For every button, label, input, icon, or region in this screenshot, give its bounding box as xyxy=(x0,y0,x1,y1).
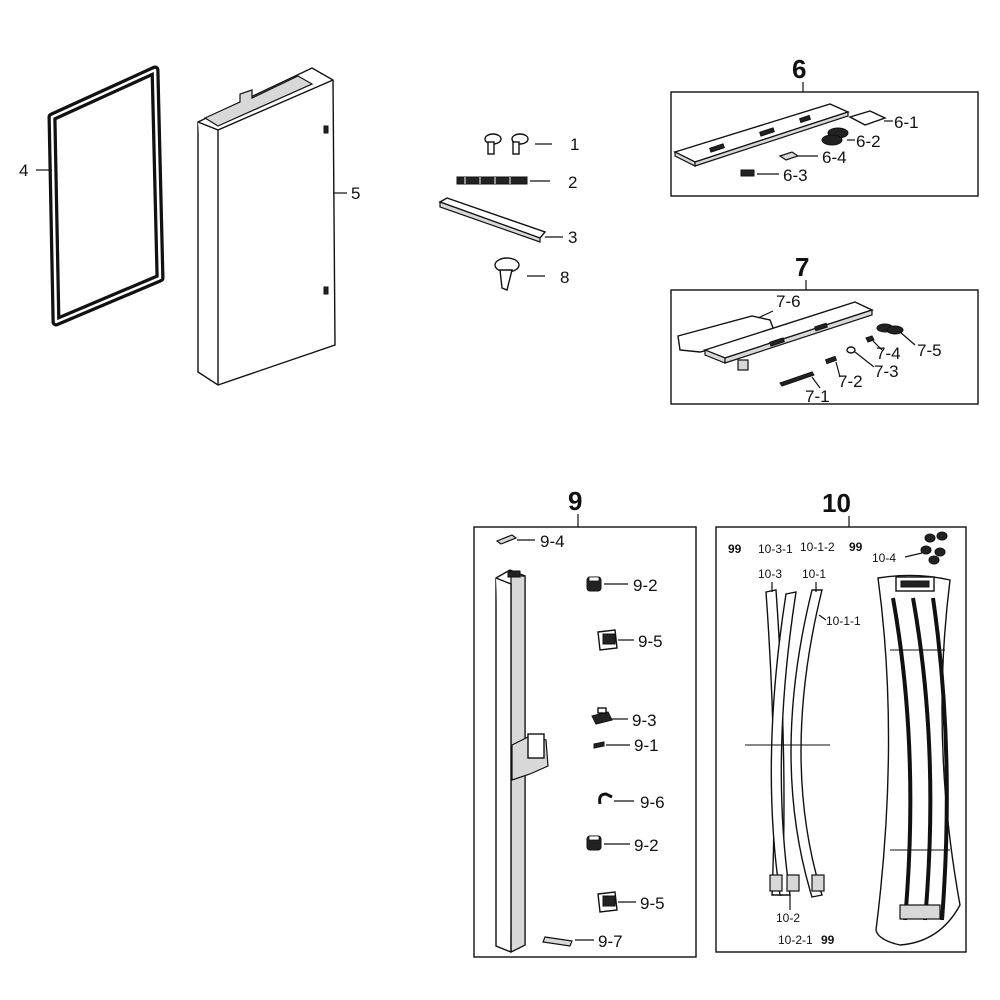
label-10-2: 10-2 xyxy=(776,911,800,925)
label-10-3-1: 10-3-1 xyxy=(758,542,793,556)
label-10-3: 10-3 xyxy=(758,567,782,581)
hinge-bracket-7 xyxy=(702,301,874,371)
part-10-4 xyxy=(920,531,948,565)
screws-part-1 xyxy=(484,133,529,155)
label-9-5-lower: 9-5 xyxy=(640,894,665,913)
leader-7-6 xyxy=(757,310,774,319)
part-6-1 xyxy=(848,110,887,126)
part-7-3 xyxy=(846,346,856,354)
label-6-4: 6-4 xyxy=(822,148,847,167)
group-label-10: 10 xyxy=(822,488,851,518)
hinge-bracket-6 xyxy=(673,103,850,167)
label-9-3: 9-3 xyxy=(632,711,657,730)
label-7-5: 7-5 xyxy=(917,341,942,360)
label-1: 1 xyxy=(570,135,579,154)
label-9-2-lower: 9-2 xyxy=(634,836,659,855)
leader-7-3 xyxy=(854,351,875,368)
part-6-2 xyxy=(821,127,849,146)
label-9-6: 9-6 xyxy=(640,793,665,812)
bar-part-3 xyxy=(438,197,547,243)
part-9-3 xyxy=(591,707,613,725)
part-7-1 xyxy=(779,371,815,387)
group-label-9: 9 xyxy=(568,486,582,516)
label-7-6: 7-6 xyxy=(776,292,801,311)
label-6-2: 6-2 xyxy=(856,132,881,151)
label-7-1: 7-1 xyxy=(805,387,830,406)
label-6-1: 6-1 xyxy=(894,113,919,132)
label-7-4: 7-4 xyxy=(876,344,901,363)
label-10-1-2: 10-1-2 xyxy=(800,540,835,554)
label-9-5-upper: 9-5 xyxy=(638,632,663,651)
label-9-4: 9-4 xyxy=(540,532,565,551)
part-7-2 xyxy=(824,355,838,365)
gasket-frame-10 xyxy=(875,574,961,946)
label-10-2-1: 10-2-1 xyxy=(778,933,813,947)
label-99-b: 99 xyxy=(849,540,863,554)
part-6-3 xyxy=(740,169,755,177)
label-10-1-1: 10-1-1 xyxy=(826,614,861,628)
part-9-5-lower xyxy=(597,891,618,913)
part-9-2-lower xyxy=(586,835,602,851)
door-panel-part-5 xyxy=(197,67,336,386)
leader-10-4 xyxy=(904,552,923,558)
label-10-1: 10-1 xyxy=(802,567,826,581)
gasket-bars-10 xyxy=(745,589,830,898)
leader-7-2 xyxy=(835,361,841,378)
group-label-7: 7 xyxy=(795,252,809,282)
group-7-box xyxy=(670,289,979,405)
part-7-4 xyxy=(865,335,875,343)
label-5: 5 xyxy=(351,184,360,203)
label-4: 4 xyxy=(19,161,28,180)
leader-7-4 xyxy=(872,340,883,351)
label-10-4: 10-4 xyxy=(872,551,896,565)
label-7-2: 7-2 xyxy=(838,372,863,391)
label-9-2-upper: 9-2 xyxy=(633,576,658,595)
group-9-box xyxy=(473,526,697,958)
bolt-part-8 xyxy=(494,257,520,291)
strip-part-2 xyxy=(456,176,528,185)
door-frame-bar-9 xyxy=(495,569,549,953)
door-gasket-part-4 xyxy=(47,65,165,327)
label-9-7: 9-7 xyxy=(598,932,623,951)
leader-7-5 xyxy=(899,331,916,346)
label-7-3: 7-3 xyxy=(874,362,899,381)
part-9-4 xyxy=(495,534,518,545)
leader-10-1-1 xyxy=(818,614,827,621)
part-6-4 xyxy=(778,151,800,161)
part-9-6 xyxy=(598,792,613,805)
part-7-5 xyxy=(876,323,904,335)
leader-7-1 xyxy=(811,376,821,389)
label-8: 8 xyxy=(560,268,569,287)
label-3: 3 xyxy=(568,228,577,247)
group-10-box xyxy=(715,526,967,953)
label-2: 2 xyxy=(568,173,577,192)
group-label-6: 6 xyxy=(792,54,806,84)
part-9-5-upper xyxy=(597,629,618,651)
part-9-2-upper xyxy=(586,576,602,592)
group-6-box xyxy=(670,91,979,197)
part-9-7 xyxy=(542,936,573,947)
label-99-c: 99 xyxy=(821,933,835,947)
label-9-1: 9-1 xyxy=(634,736,659,755)
label-6-3: 6-3 xyxy=(783,166,808,185)
part-9-1 xyxy=(593,741,605,749)
label-99-a: 99 xyxy=(728,542,742,556)
